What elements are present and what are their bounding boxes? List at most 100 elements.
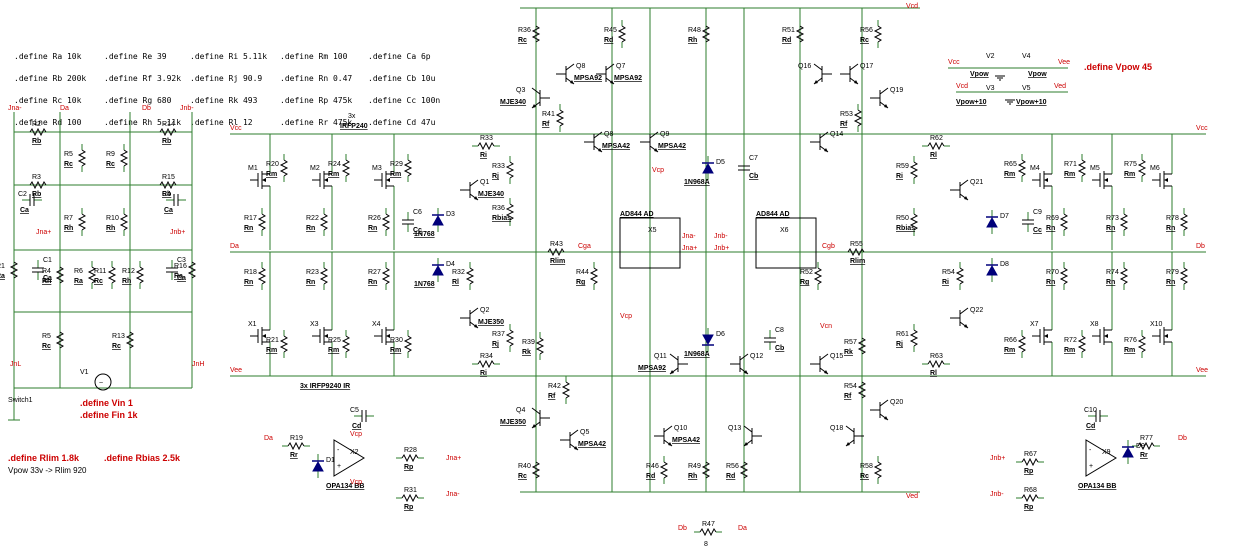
resistor-value: Rc xyxy=(42,343,51,350)
diode-label: D6 xyxy=(716,331,725,338)
resistor-value: Rr xyxy=(1140,452,1148,459)
resistor-symbol xyxy=(107,266,117,284)
resistor-value: Rp xyxy=(1024,504,1033,511)
resistor-value: Rlim xyxy=(850,258,865,265)
resistor-label: R31 xyxy=(404,487,417,494)
resistor-value: Rm xyxy=(1124,171,1135,178)
diode-label: D5 xyxy=(716,159,725,166)
ad844-part: AD844 AD xyxy=(756,211,790,218)
net-da-buf: Da xyxy=(264,435,273,442)
resistor-symbol xyxy=(505,329,515,347)
resistor-label: R2 xyxy=(32,121,41,128)
mosfet-part-bottom: 3x IRFP9240 IR xyxy=(300,383,350,390)
transistor-label: Q2 xyxy=(480,307,489,314)
transistor-arrow xyxy=(964,196,968,200)
mosfet-label: M4 xyxy=(1030,165,1040,172)
resistor-label: R59 xyxy=(896,163,909,170)
resistor-label: R10 xyxy=(106,215,119,222)
resistor-label: R70 xyxy=(1046,269,1059,276)
define-block-r4: .define Rm 100 .define Rn 0.47 .define R… xyxy=(280,40,352,139)
source-value: Vpow+10 xyxy=(1016,99,1047,106)
resistor-label: R43 xyxy=(550,241,563,248)
resistor-value: Rc xyxy=(94,278,103,285)
resistor-symbol xyxy=(465,267,475,285)
transistor-symbol xyxy=(879,87,889,95)
mosfet-arrow xyxy=(1164,178,1168,182)
resistor-value: Rb xyxy=(32,191,41,198)
resistor-label: R76 xyxy=(1124,337,1137,344)
resistor-label: R24 xyxy=(328,161,341,168)
resistor-value: Rc xyxy=(860,473,869,480)
mosfet-label: M3 xyxy=(372,165,382,172)
resistor-value: Rn xyxy=(1106,279,1115,286)
define-line: .define Ri 5.11k xyxy=(190,52,268,61)
transistor-label: Q9 xyxy=(660,131,669,138)
capacitor-value: Cb xyxy=(775,345,784,352)
resistor-symbol xyxy=(29,180,47,190)
resistor-label: R72 xyxy=(1064,337,1077,344)
resistor-symbol xyxy=(187,261,197,279)
diode-label: D7 xyxy=(1000,213,1009,220)
resistor-label: R33 xyxy=(492,163,505,170)
resistor-value: Rm xyxy=(266,171,277,178)
transistor-symbol xyxy=(813,63,823,71)
resistor-value: Rn xyxy=(244,279,253,286)
resistor-symbol xyxy=(477,359,495,369)
net-jnb-plus: Jnb+ xyxy=(714,245,729,252)
resistor-symbol xyxy=(1077,335,1087,353)
resistor-label: R11 xyxy=(94,268,106,275)
transistor-arrow xyxy=(474,324,478,328)
resistor-label: R12 xyxy=(122,268,135,275)
resistor-value: Rbias xyxy=(896,225,915,232)
resistor-value: Ri xyxy=(480,370,487,377)
transistor-symbol xyxy=(669,353,679,361)
resistor-label: R5 xyxy=(64,151,73,158)
transistor-arrow xyxy=(668,442,672,446)
resistor-value: Rp xyxy=(404,464,413,471)
resistor-symbol xyxy=(77,213,87,231)
capacitor-value: Ca xyxy=(164,207,173,214)
mosfet-arrow xyxy=(324,334,328,338)
resistor-symbol xyxy=(1119,213,1129,231)
resistor-value: Rh xyxy=(688,473,697,480)
net-da-load: Da xyxy=(738,525,747,532)
resistor-symbol xyxy=(535,337,545,355)
capacitor-label: C8 xyxy=(775,327,784,334)
net-vee-src: Vee xyxy=(1058,59,1070,66)
transistor-symbol xyxy=(663,425,673,433)
resistor-symbol xyxy=(287,441,305,451)
resistor-symbol xyxy=(795,25,805,43)
define-line: .define Rk 493 xyxy=(190,96,258,105)
define-line: .define Cb 10u xyxy=(368,74,436,83)
resistor-label: R77 xyxy=(1140,435,1153,442)
diode-symbol xyxy=(702,334,714,346)
resistor-label: R21 xyxy=(266,337,279,344)
resistor-label: R29 xyxy=(390,161,403,168)
resistor-value: Rlim xyxy=(550,258,565,265)
transistor-part: MPSA42 xyxy=(602,143,630,150)
transistor-label: Q10 xyxy=(674,425,687,432)
transistor-label: Q8 xyxy=(576,63,585,70)
resistor-value: Ri xyxy=(942,279,949,286)
resistor-label: R67 xyxy=(1024,451,1037,458)
resistor-symbol xyxy=(1077,159,1087,177)
resistor-label: R53 xyxy=(840,111,853,118)
resistor-label: R13 xyxy=(112,333,125,340)
net-jna-minus-buf: Jna- xyxy=(446,491,460,498)
resistor-symbol xyxy=(909,213,919,231)
resistor-value: Rh xyxy=(122,278,131,285)
net-db-buf: Db xyxy=(1178,435,1187,442)
define-line: .define Rj 90.9 xyxy=(190,74,263,83)
resistor-label: R16 xyxy=(174,263,187,270)
resistor-label: R37 xyxy=(492,331,505,338)
transistor-arrow xyxy=(824,148,828,152)
define-line: .define Rg 680 xyxy=(104,96,172,105)
mosfet-label: M2 xyxy=(310,165,320,172)
capacitor-label: C6 xyxy=(413,209,422,216)
mosfet-label: M6 xyxy=(1150,165,1160,172)
transistor-part: MPSA42 xyxy=(578,441,606,448)
transistor-label: Q18 xyxy=(830,425,843,432)
net-jna-plus: Jna+ xyxy=(682,245,697,252)
resistor-value: Rf xyxy=(844,393,852,400)
resistor-label: R3 xyxy=(32,174,41,181)
